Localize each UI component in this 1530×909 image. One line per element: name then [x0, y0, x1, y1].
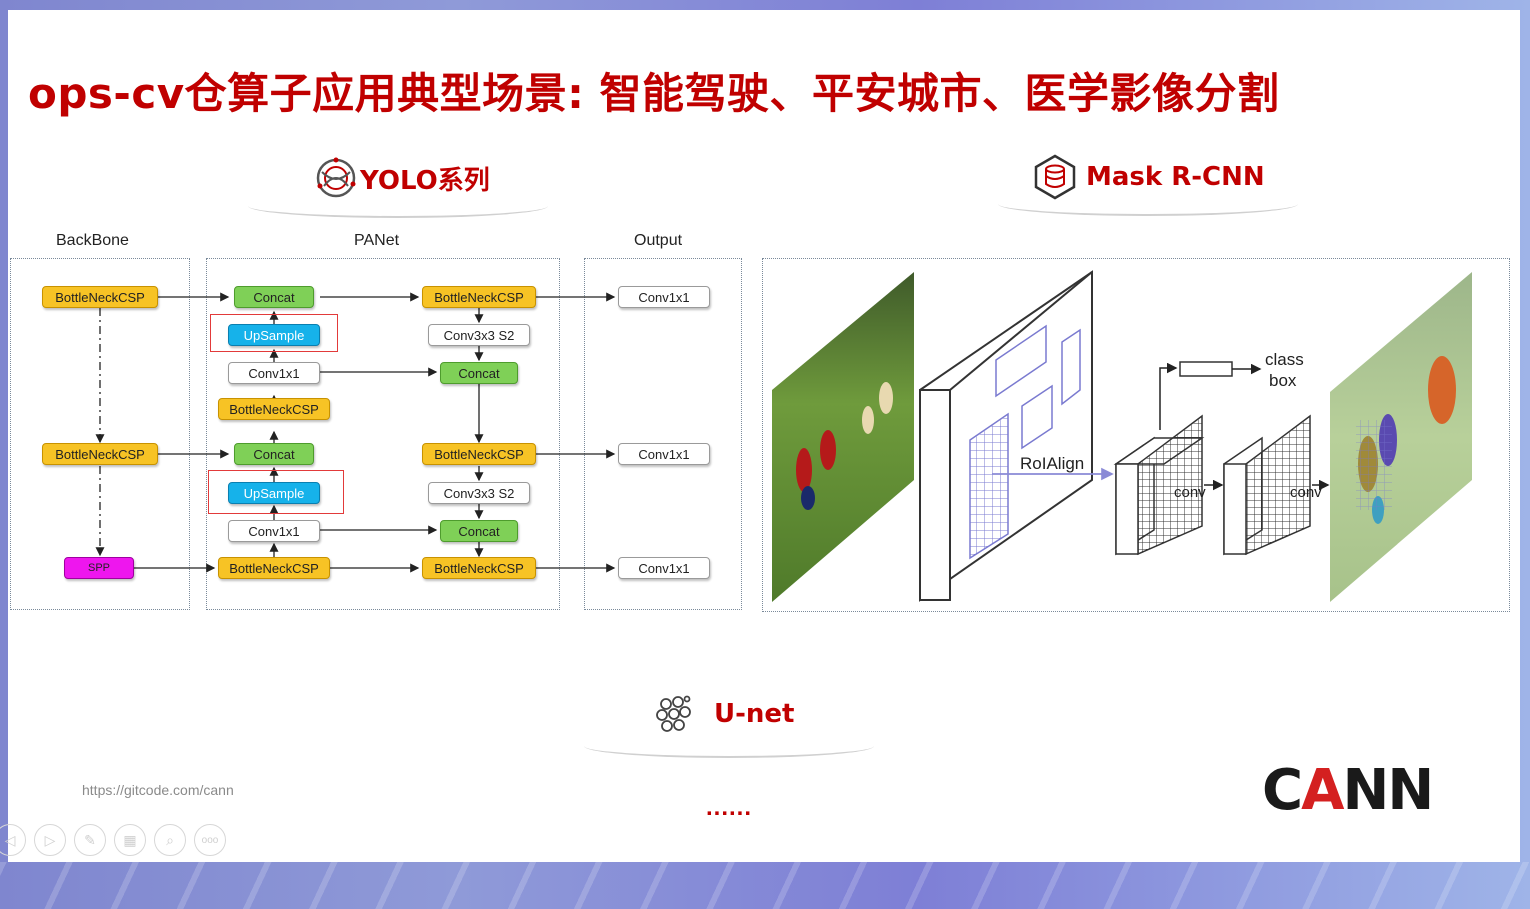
panet-conv1x1-1: Conv1x1 — [228, 362, 320, 384]
output-conv1x1-3: Conv1x1 — [618, 557, 710, 579]
footer-url: https://gitcode.com/cann — [82, 782, 234, 798]
panet-right-bottleneckcsp-2: BottleNeckCSP — [422, 443, 536, 465]
unet-underline-arc — [584, 734, 874, 758]
maskrcnn-section-label: Mask R-CNN — [1086, 162, 1265, 192]
desktop-background — [0, 862, 1530, 909]
panet-upsample-1: UpSample — [228, 324, 320, 346]
backbone-group — [10, 258, 190, 610]
slides-icon[interactable]: ▦ — [114, 824, 146, 856]
panet-conv3x3-1: Conv3x3 S2 — [428, 324, 530, 346]
backbone-bottleneckcsp-2: BottleNeckCSP — [42, 443, 158, 465]
panet-conv1x1-2: Conv1x1 — [228, 520, 320, 542]
zoom-icon[interactable]: ⌕ — [154, 824, 186, 856]
logo-a: A — [1301, 758, 1344, 823]
panet-group — [206, 258, 560, 610]
roialign-label: RoIAlign — [1020, 454, 1085, 473]
unet-section-header: U-net — [654, 694, 794, 734]
panet-conv3x3-2: Conv3x3 S2 — [428, 482, 530, 504]
output-conv1x1-2: Conv1x1 — [618, 443, 710, 465]
panet-label: PANet — [354, 232, 400, 249]
upsample-highlight-2 — [208, 470, 344, 514]
more-icon[interactable]: ooo — [194, 824, 226, 856]
panet-bottleneckcsp-2: BottleNeckCSP — [218, 557, 330, 579]
panet-right-concat-2: Concat — [440, 520, 518, 542]
slideshow-controls: ◁ ▷ ✎ ▦ ⌕ ooo — [0, 824, 226, 856]
class-label: class — [1265, 350, 1304, 369]
yolo-section-label: YOLO系列 — [360, 165, 490, 196]
backbone-spp: SPP — [64, 557, 134, 579]
cluster-circles-icon — [656, 695, 691, 732]
play-icon[interactable]: ▷ — [34, 824, 66, 856]
maskrcnn-group — [762, 258, 1510, 612]
output-group — [584, 258, 742, 610]
output-label: Output — [634, 232, 683, 249]
yolo-connectors — [95, 292, 616, 573]
maskrcnn-underline-arc — [998, 192, 1298, 216]
maskrcnn-illustration — [772, 270, 1472, 602]
yolo-underline-arc — [248, 194, 548, 218]
box-label: box — [1269, 371, 1297, 390]
logo-nn: NN — [1342, 758, 1434, 823]
backbone-label: BackBone — [56, 232, 129, 249]
panet-concat-2: Concat — [234, 443, 314, 465]
logo-c: C — [1262, 758, 1303, 823]
panet-upsample-2: UpSample — [228, 482, 320, 504]
conv-label-1: conv — [1174, 484, 1206, 501]
panet-right-bottleneckcsp-1: BottleNeckCSP — [422, 286, 536, 308]
unet-section-label: U-net — [714, 699, 795, 729]
yolo-section-header: YOLO系列 — [314, 156, 490, 200]
backbone-bottleneckcsp-1: BottleNeckCSP — [42, 286, 158, 308]
cann-logo: CANN — [1262, 758, 1434, 823]
panet-concat-1: Concat — [234, 286, 314, 308]
ellipsis-indicator: ...... — [706, 794, 753, 821]
upsample-highlight-1 — [210, 314, 338, 352]
panet-bottleneckcsp-1: BottleNeckCSP — [218, 398, 330, 420]
pen-icon[interactable]: ✎ — [74, 824, 106, 856]
panet-right-bottleneckcsp-3: BottleNeckCSP — [422, 557, 536, 579]
panet-right-concat-1: Concat — [440, 362, 518, 384]
output-conv1x1-1: Conv1x1 — [618, 286, 710, 308]
slide-title: ops-cv仓算子应用典型场景: 智能驾驶、平安城市、医学影像分割 — [28, 69, 1280, 118]
conv-label-2: conv — [1290, 484, 1322, 501]
presentation-slide: ops-cv仓算子应用典型场景: 智能驾驶、平安城市、医学影像分割 YOLO系列… — [0, 10, 1520, 862]
prev-icon[interactable]: ◁ — [0, 824, 26, 856]
